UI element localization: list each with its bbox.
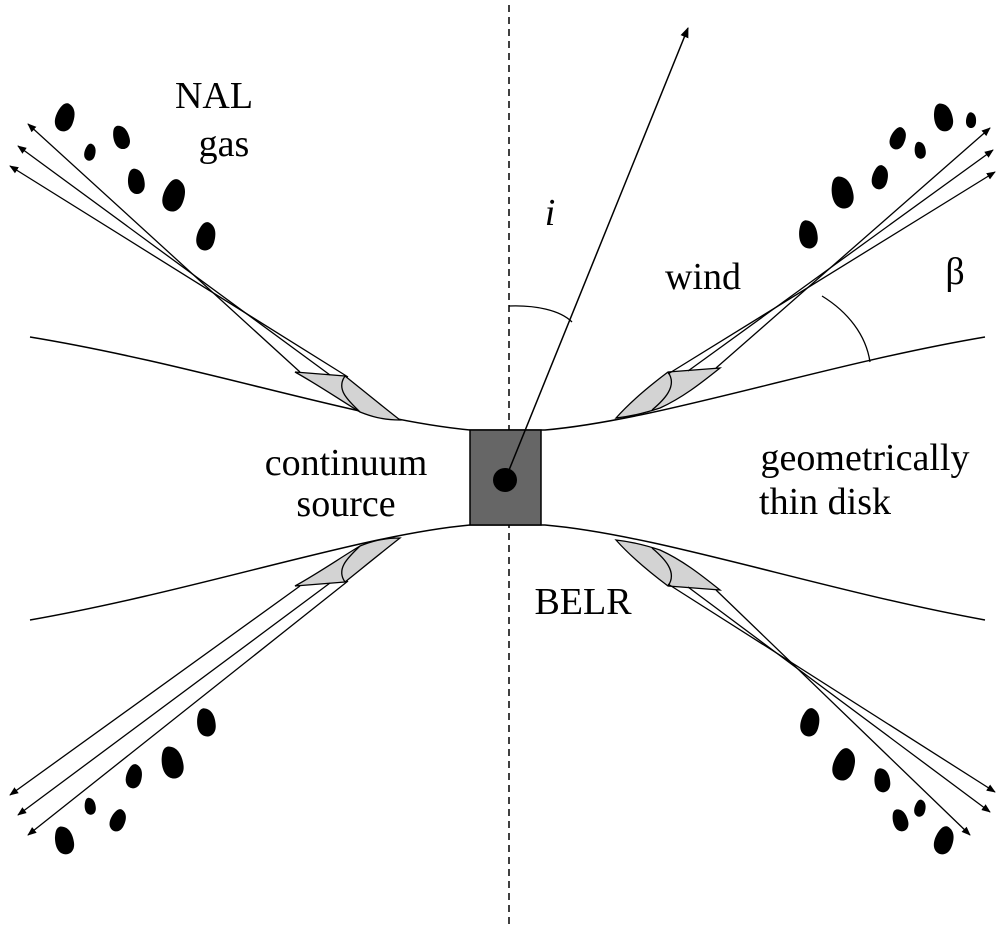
nal-gas-label-line2: gas [199, 123, 250, 165]
belr-label: BELR [534, 581, 632, 623]
inclination-arc [508, 305, 573, 323]
beta-label: β [945, 251, 964, 293]
inclination-label: i [545, 192, 556, 234]
wind-lower-right [614, 539, 996, 836]
nal-clouds-lower-right [798, 706, 957, 857]
belr-region-upper-left [294, 371, 402, 421]
nal-gas-label-line1: NAL [175, 75, 253, 117]
disk-label-line2: thin disk [759, 481, 891, 523]
disk-upper-surface [29, 336, 986, 431]
wind-lower-left [9, 537, 402, 836]
wind-label: wind [665, 256, 741, 298]
disk-lower-surface [29, 524, 986, 621]
wind-upper-left [9, 123, 402, 421]
disk-label-line1: geometrically [761, 437, 970, 479]
belr-region-lower-left [294, 537, 402, 587]
continuum-source-label-line2: source [296, 483, 395, 525]
nal-clouds-upper-left [52, 101, 218, 252]
continuum-source-label-line1: continuum [265, 442, 428, 484]
wind-upper-right [614, 127, 996, 419]
line-of-sight-arrow [504, 27, 689, 481]
beta-arc [821, 295, 871, 363]
